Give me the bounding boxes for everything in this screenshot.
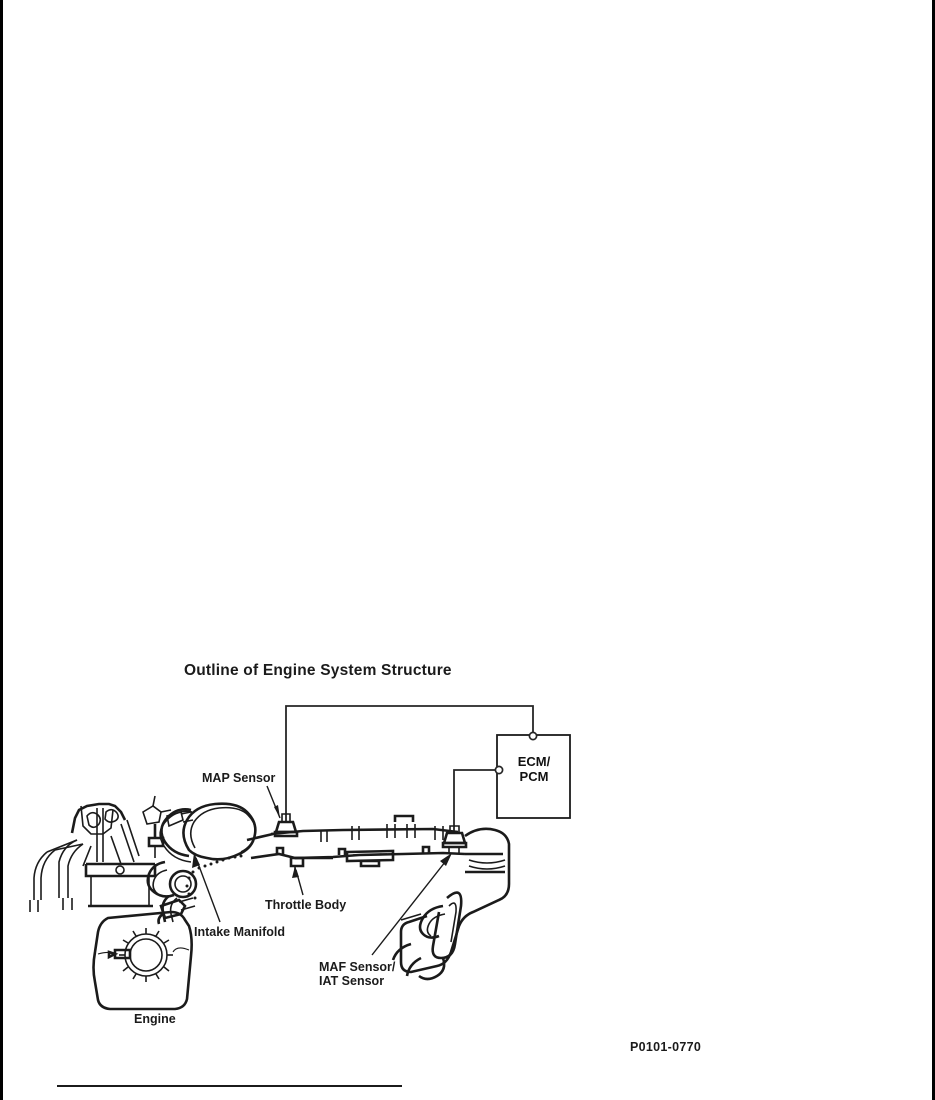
callout-maf-iat-sensor: MAF Sensor/ IAT Sensor [319, 960, 395, 988]
leader-lines [192, 785, 452, 956]
air-cleaner-housing [391, 827, 511, 981]
callout-engine: Engine [134, 1012, 176, 1026]
callout-maf-iat-sensor-line2: IAT Sensor [319, 974, 385, 988]
footnote-separator [57, 1085, 402, 1087]
diagram-artwork [29, 705, 571, 1011]
ecm-pcm-label-line2: PCM [519, 769, 549, 784]
ecm-pcm-label-line1: ECM/ [517, 754, 551, 769]
callout-map-sensor: MAP Sensor [202, 771, 276, 785]
page-border-right [932, 0, 935, 1100]
engine-system-diagram: Outline of Engine System Structure [3, 0, 932, 1100]
page-body: Outline of Engine System Structure [3, 0, 932, 1100]
callout-maf-iat-sensor-line1: MAF Sensor/ [319, 960, 396, 974]
intake-tube [270, 813, 468, 872]
ecm-pcm-box [496, 734, 571, 819]
figure-title: Outline of Engine System Structure [184, 662, 452, 679]
engine-assembly [29, 795, 196, 1011]
figure-reference-code: P0101-0770 [630, 1040, 702, 1054]
ecm-pcm-label: ECM/ PCM [501, 754, 567, 784]
ecm-left-terminal-node [494, 765, 504, 775]
ecm-top-terminal-node [528, 731, 538, 741]
page-border-left [0, 0, 3, 1100]
wiring-map-to-ecm [285, 705, 534, 822]
callout-intake-manifold: Intake Manifold [194, 925, 285, 939]
wiring-maf-to-ecm [453, 769, 500, 833]
callout-throttle-body: Throttle Body [265, 898, 347, 912]
